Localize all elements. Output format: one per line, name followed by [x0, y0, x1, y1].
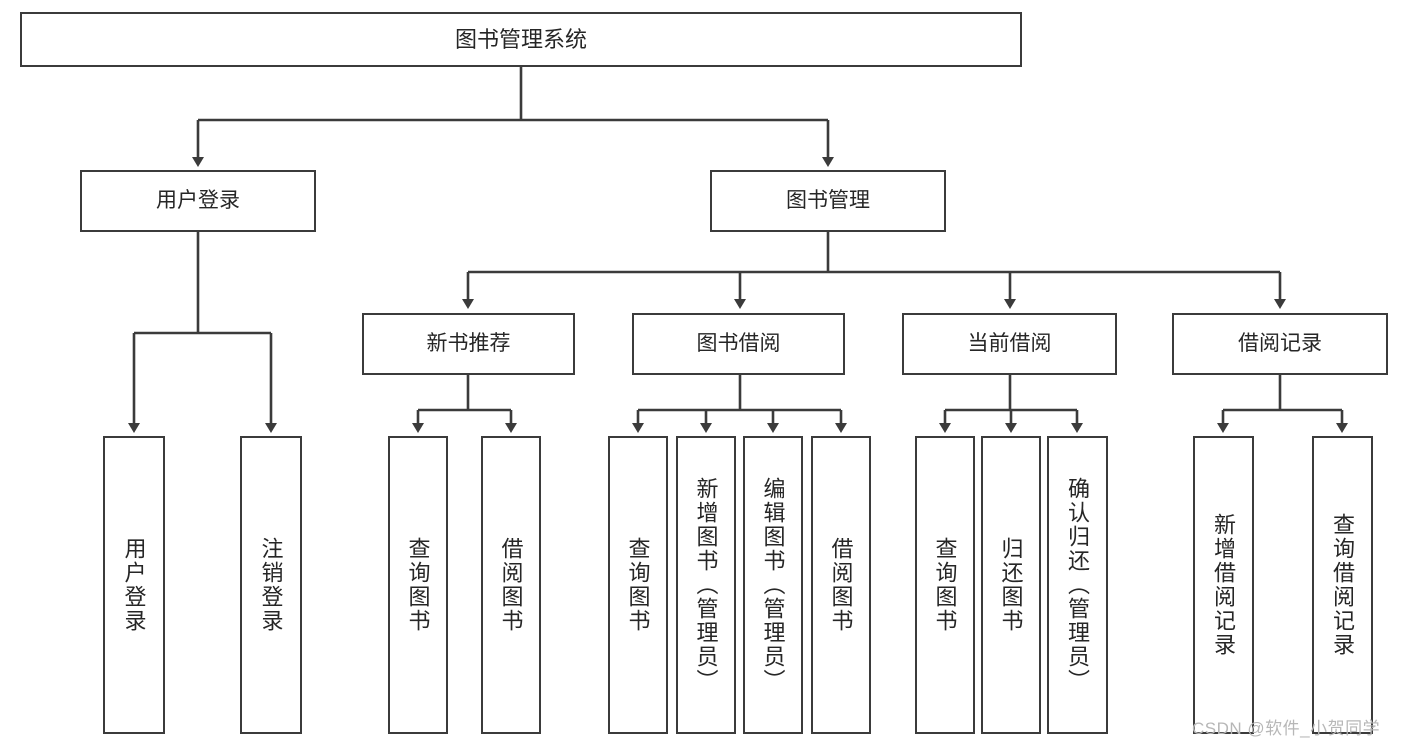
node-label: 新增图书（管理员）: [693, 477, 719, 693]
leaf-current-confirm-return-admin[interactable]: 确认归还（管理员）: [1047, 436, 1108, 734]
node-label: 新书推荐: [426, 331, 511, 355]
node-label: 查询图书: [625, 537, 651, 633]
leaf-record-add-borrow-record[interactable]: 新增借阅记录: [1193, 436, 1254, 734]
leaf-record-query-borrow-record[interactable]: 查询借阅记录: [1312, 436, 1373, 734]
node-new-book-recommend[interactable]: 新书推荐: [362, 313, 575, 375]
node-label: 查询图书: [405, 537, 431, 633]
node-label: 借阅图书: [828, 537, 854, 633]
node-label: 图书管理系统: [454, 26, 587, 52]
node-root-book-management-system[interactable]: 图书管理系统: [20, 12, 1022, 67]
leaf-current-return-book[interactable]: 归还图书: [981, 436, 1041, 734]
leaf-logout-login[interactable]: 注销登录: [240, 436, 302, 734]
leaf-recommend-borrow-book[interactable]: 借阅图书: [481, 436, 541, 734]
leaf-user-login[interactable]: 用户登录: [103, 436, 165, 734]
node-book-management[interactable]: 图书管理: [710, 170, 946, 232]
node-label: 用户登录: [121, 537, 147, 633]
node-label: 用户登录: [156, 188, 240, 212]
node-current-borrow[interactable]: 当前借阅: [902, 313, 1117, 375]
csdn-watermark: CSDN @软件_小贺同学: [1192, 719, 1381, 738]
node-borrow-record[interactable]: 借阅记录: [1172, 313, 1388, 375]
leaf-current-query-book[interactable]: 查询图书: [915, 436, 975, 734]
node-label: 归还图书: [998, 537, 1024, 633]
node-label: 确认归还（管理员）: [1065, 477, 1091, 693]
leaf-borrow-query-book[interactable]: 查询图书: [608, 436, 668, 734]
node-label: 图书管理: [786, 188, 870, 212]
node-label: 当前借阅: [967, 331, 1052, 355]
node-user-login[interactable]: 用户登录: [80, 170, 316, 232]
node-label: 借阅记录: [1238, 331, 1322, 355]
node-book-borrow[interactable]: 图书借阅: [632, 313, 845, 375]
node-label: 新增借阅记录: [1211, 513, 1237, 657]
leaf-borrow-edit-book-admin[interactable]: 编辑图书（管理员）: [743, 436, 803, 734]
node-label: 借阅图书: [498, 537, 524, 633]
leaf-borrow-add-book-admin[interactable]: 新增图书（管理员）: [676, 436, 736, 734]
node-label: 查询借阅记录: [1330, 513, 1356, 657]
leaf-recommend-query-book[interactable]: 查询图书: [388, 436, 448, 734]
leaf-borrow-borrow-book[interactable]: 借阅图书: [811, 436, 871, 734]
node-label: 查询图书: [932, 537, 958, 633]
node-label: 注销登录: [258, 537, 284, 633]
node-label: 图书借阅: [696, 331, 781, 355]
node-label: 编辑图书（管理员）: [760, 477, 786, 693]
